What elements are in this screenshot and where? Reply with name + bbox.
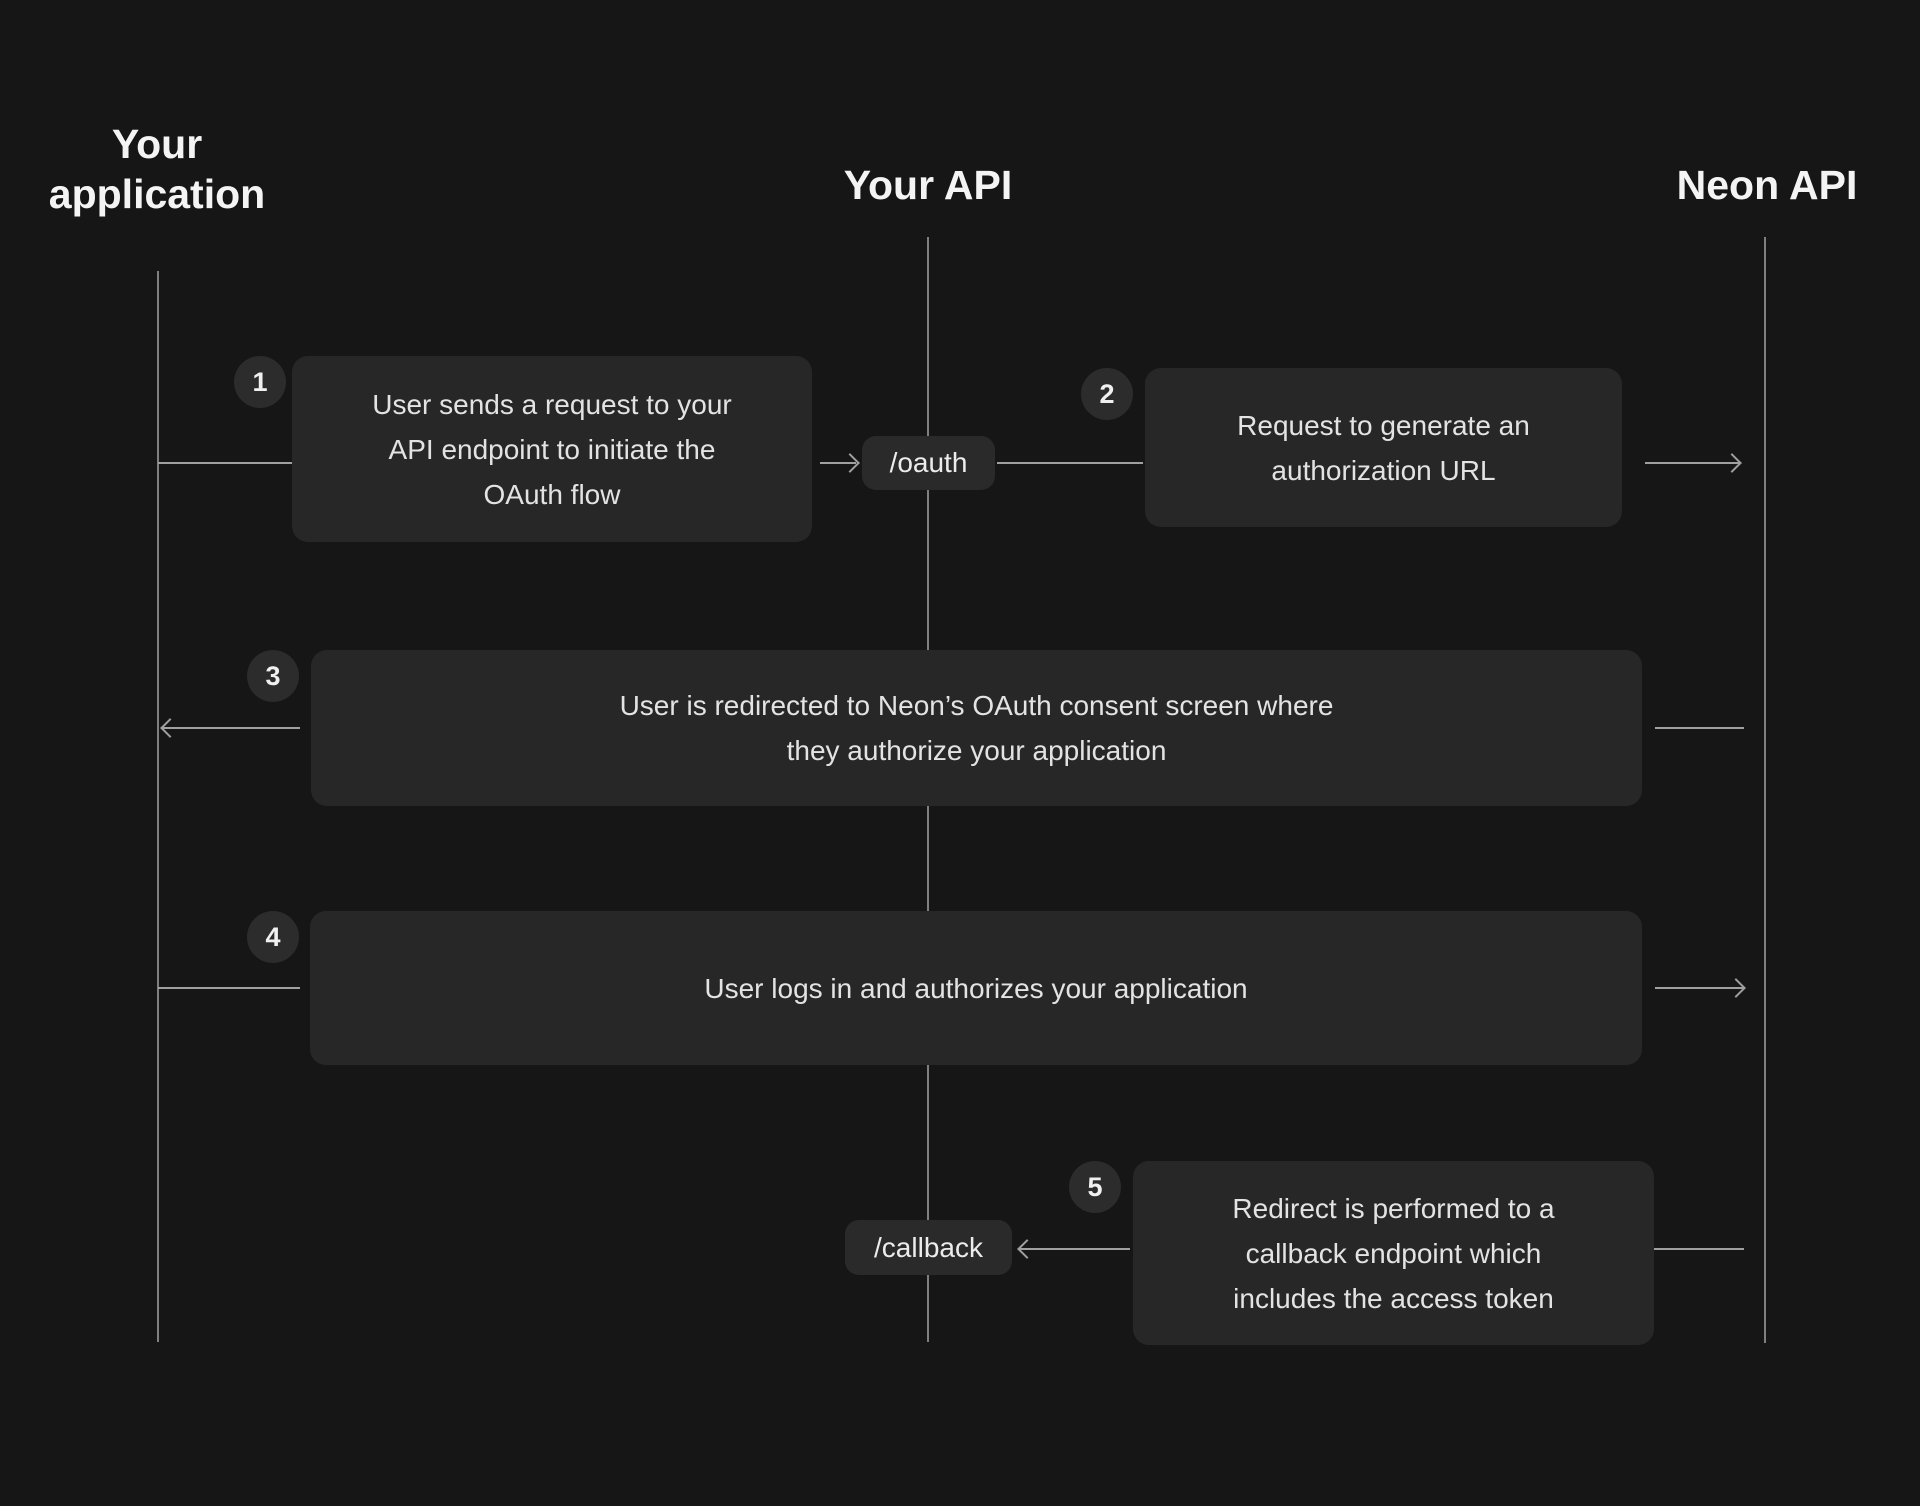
- message-line: [1645, 462, 1740, 464]
- message-line: [158, 987, 300, 989]
- message-line: [997, 462, 1143, 464]
- lane-header-your-application: Your application: [48, 121, 266, 217]
- lane-header-neon-api: Neon API: [1676, 162, 1858, 208]
- lane-header-your-api: Your API: [843, 162, 1013, 208]
- message-line: [1655, 727, 1744, 729]
- message-line: [158, 462, 292, 464]
- message-line: [1654, 1248, 1744, 1250]
- step-2-box: Request to generate an authorization URL: [1145, 368, 1622, 527]
- step-3-badge: 3: [247, 650, 299, 702]
- message-line: [1019, 1248, 1130, 1250]
- step-5-badge: 5: [1069, 1161, 1121, 1213]
- message-line: [162, 727, 300, 729]
- lifeline-neon-api: [1764, 237, 1766, 1343]
- endpoint-oauth-pill: /oauth: [862, 436, 995, 490]
- arrowhead-right-icon: [840, 453, 860, 473]
- arrowhead-right-icon: [1722, 453, 1742, 473]
- step-4-box: User logs in and authorizes your applica…: [310, 911, 1642, 1065]
- step-1-badge: 1: [234, 356, 286, 408]
- step-1-box: User sends a request to your API endpoin…: [292, 356, 812, 542]
- arrowhead-right-icon: [1726, 978, 1746, 998]
- step-2-badge: 2: [1081, 368, 1133, 420]
- step-4-badge: 4: [247, 911, 299, 963]
- message-line: [1655, 987, 1743, 989]
- endpoint-callback-pill: /callback: [845, 1220, 1012, 1275]
- step-5-box: Redirect is performed to a callback endp…: [1133, 1161, 1654, 1345]
- lifeline-your-application: [157, 271, 159, 1342]
- message-line: [820, 462, 856, 464]
- step-3-box: User is redirected to Neon’s OAuth conse…: [311, 650, 1642, 806]
